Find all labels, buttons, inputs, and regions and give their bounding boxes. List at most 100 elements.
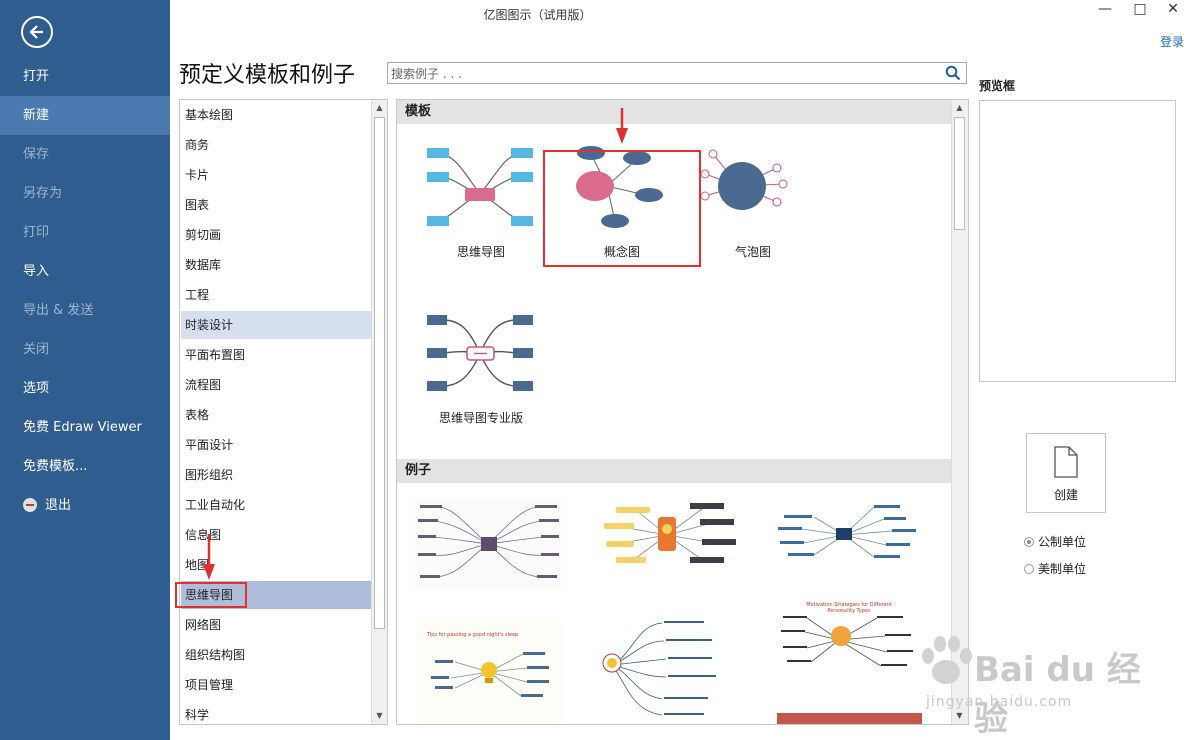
template-scroll-up-icon[interactable]: ▲	[956, 103, 963, 112]
example-thumbnail-6[interactable]: Motivation Strategies for Different Pers…	[777, 600, 922, 724]
category-project-management[interactable]: 项目管理	[185, 678, 234, 692]
example-4-image-icon	[431, 652, 549, 697]
highlight-box-concept-map	[543, 150, 701, 267]
scroll-up-icon[interactable]: ▲	[376, 103, 383, 112]
template-concept-map-label: 概念图	[603, 245, 640, 259]
metric-units-radio[interactable]: 公制单位	[1024, 533, 1086, 550]
watermark-text: Bai du 经验	[974, 650, 1141, 739]
category-infographic[interactable]: 信息图	[185, 528, 222, 542]
template-mindmap-label: 思维导图	[456, 245, 505, 259]
category-scrollbar[interactable]: ▲ ▼	[371, 100, 387, 724]
template-scroll-down-icon[interactable]: ▼	[956, 711, 963, 720]
category-org-chart[interactable]: 组织结构图	[185, 648, 246, 662]
menu-new[interactable]: 新建	[0, 96, 170, 135]
menu-print[interactable]: 打印	[23, 225, 50, 240]
example-6-title: Motivation Strategies for Different Pers…	[806, 602, 892, 614]
search-icon[interactable]	[945, 65, 961, 81]
preview-label: 预览框	[979, 79, 1016, 93]
menu-save-as[interactable]: 另存为	[23, 186, 63, 201]
radio-checked-icon	[1024, 536, 1034, 547]
backstage-sidebar: 打开 新建 保存 另存为 打印 导入 导出 & 发送 关闭 选项 免费 Edra…	[0, 0, 170, 740]
search-input[interactable]	[388, 63, 943, 85]
category-science[interactable]: 科学	[185, 708, 210, 722]
section-templates: 模板	[397, 100, 952, 124]
menu-save[interactable]: 保存	[23, 147, 50, 162]
category-basic[interactable]: 基本绘图	[185, 108, 234, 122]
minimize-button[interactable]: —	[1098, 1, 1112, 17]
category-table[interactable]: 表格	[185, 408, 210, 422]
example-thumbnail-4[interactable]: Tips for passing a good night's sleep	[415, 620, 563, 724]
category-fashion[interactable]: 时装设计	[181, 311, 371, 339]
watermark-url: jingyan.baidu.com	[926, 694, 1073, 710]
example-thumbnail-3[interactable]	[774, 499, 924, 589]
example-thumbnail-1[interactable]	[415, 499, 561, 589]
menu-exit-label: 退出	[45, 498, 72, 513]
scroll-thumb[interactable]	[374, 117, 385, 629]
example-2-image-icon	[604, 503, 736, 563]
example-thumbnail-2[interactable]	[592, 499, 742, 589]
window-title: 亿图图示（试用版）	[483, 8, 592, 22]
category-list: 基本绘图 商务 卡片 图表 剪切画 数据库 工程 时装设计 平面布置图 流程图 …	[179, 99, 388, 725]
example-1-image-icon	[418, 505, 559, 578]
baidu-watermark: Bai du 经验 jingyan.baidu.com	[916, 612, 1146, 739]
template-bubble[interactable]: 气泡图	[683, 136, 823, 266]
paw-logo-icon	[922, 636, 972, 684]
highlight-box-mindmap	[175, 582, 247, 608]
menu-open[interactable]: 打开	[23, 69, 50, 84]
category-flowchart[interactable]: 流程图	[185, 378, 222, 392]
category-chart[interactable]: 图表	[185, 198, 210, 212]
menu-import[interactable]: 导入	[23, 264, 50, 279]
menu-close[interactable]: 关闭	[23, 342, 50, 357]
example-3-image-icon	[778, 505, 916, 558]
template-bubble-label: 气泡图	[734, 245, 771, 259]
category-network[interactable]: 网络图	[185, 618, 222, 632]
red-arrow-concept-icon	[616, 108, 628, 144]
template-scrollbar[interactable]: ▲ ▼	[951, 100, 968, 724]
category-map[interactable]: 地图	[185, 558, 210, 572]
back-arrow-icon	[29, 25, 43, 39]
category-business[interactable]: 商务	[185, 138, 210, 152]
red-arrow-icon	[203, 534, 215, 580]
new-document-icon	[1054, 446, 1078, 478]
category-engineering[interactable]: 工程	[185, 288, 210, 302]
category-database[interactable]: 数据库	[185, 258, 222, 272]
back-button[interactable]	[21, 16, 53, 48]
us-units-radio[interactable]: 美制单位	[1024, 560, 1086, 577]
create-label: 创建	[1053, 488, 1078, 502]
exit-icon	[23, 497, 37, 512]
search-box	[387, 62, 967, 85]
category-graphic-organizer[interactable]: 图形组织	[185, 468, 234, 482]
example-thumbnail-5[interactable]	[592, 615, 742, 724]
template-panel: 模板 思维导图 概念图	[396, 99, 969, 725]
scroll-down-icon[interactable]: ▼	[376, 711, 383, 720]
page-title: 预定义模板和例子	[179, 63, 356, 88]
menu-options[interactable]: 选项	[23, 381, 50, 396]
example-6-image-icon	[777, 616, 922, 724]
template-concept-map[interactable]: 概念图	[547, 136, 697, 266]
menu-export-send[interactable]: 导出 & 发送	[23, 303, 94, 318]
menu-free-templates[interactable]: 免费模板...	[23, 459, 88, 474]
template-mindmap-pro-label: 思维导图专业版	[438, 411, 523, 425]
radio-unchecked-icon	[1024, 563, 1034, 574]
menu-exit[interactable]: 退出	[0, 486, 170, 525]
category-card[interactable]: 卡片	[185, 168, 210, 182]
menu-free-viewer[interactable]: 免费 Edraw Viewer	[23, 420, 142, 435]
close-button[interactable]: ✕	[1167, 1, 1179, 17]
template-scroll-thumb[interactable]	[954, 117, 965, 230]
category-industrial-automation[interactable]: 工业自动化	[185, 498, 246, 512]
maximize-button[interactable]: □	[1133, 1, 1147, 17]
metric-units-label: 公制单位	[1038, 535, 1087, 549]
category-clipart[interactable]: 剪切画	[185, 228, 222, 242]
create-button[interactable]: 创建	[1026, 433, 1106, 513]
us-units-label: 美制单位	[1038, 562, 1087, 576]
category-graphic-design[interactable]: 平面设计	[185, 438, 234, 452]
example-4-title: Tips for passing a good night's sleep	[427, 632, 519, 638]
section-examples: 例子	[397, 459, 952, 483]
example-5-image-icon	[602, 621, 716, 716]
category-mindmap[interactable]: 思维导图	[181, 581, 371, 609]
mindmap-thumbnail-icon	[427, 148, 533, 226]
category-floorplan[interactable]: 平面布置图	[185, 348, 246, 362]
login-link[interactable]: 登录	[1159, 35, 1184, 49]
template-mindmap[interactable]: 思维导图	[411, 136, 551, 266]
template-mindmap-pro[interactable]: 思维导图专业版	[411, 300, 551, 430]
